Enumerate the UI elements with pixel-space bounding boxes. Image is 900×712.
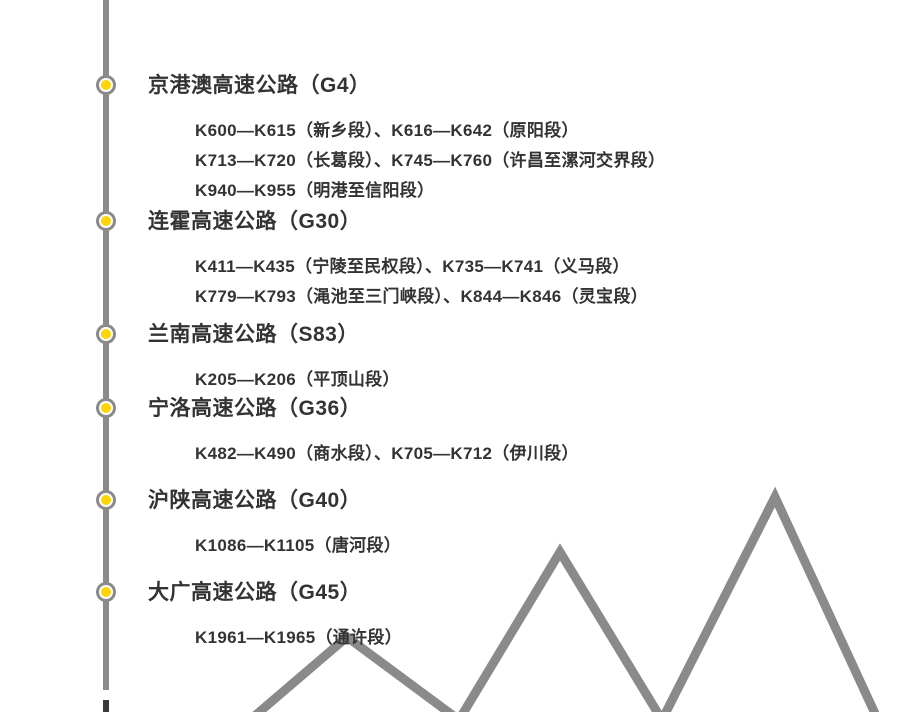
segment-line: K205—K206（平顶山段） xyxy=(195,370,400,389)
segment-list: K482—K490（商水段）、K705—K712（伊川段） xyxy=(0,439,900,469)
highway-title: 宁洛高速公路（G36） xyxy=(148,397,362,420)
highway-section-g30: 连霍高速公路（G30） K411—K435（宁陵至民权段）、K735—K741（… xyxy=(0,208,900,312)
highway-title: 兰南高速公路（S83） xyxy=(148,323,359,346)
segment-line: K600—K615（新乡段）、K616—K642（原阳段） xyxy=(195,121,579,140)
segment-list: K205—K206（平顶山段） xyxy=(0,365,900,395)
segment-list: K600—K615（新乡段）、K616—K642（原阳段） K713—K720（… xyxy=(0,116,900,206)
segment-line: K940—K955（明港至信阳段） xyxy=(195,181,435,200)
timeline-bullet-icon xyxy=(101,587,111,597)
timeline-line-foot xyxy=(103,700,109,712)
highway-title: 连霍高速公路（G30） xyxy=(148,210,362,233)
section-heading-row: 宁洛高速公路（G36） xyxy=(0,395,900,423)
segment-list: K1086—K1105（唐河段） xyxy=(0,531,900,561)
highway-section-s83: 兰南高速公路（S83） K205—K206（平顶山段） xyxy=(0,321,900,395)
segment-list: K411—K435（宁陵至民权段）、K735—K741（义马段） K779—K7… xyxy=(0,252,900,312)
highway-section-g4: 京港澳高速公路（G4） K600—K615（新乡段）、K616—K642（原阳段… xyxy=(0,72,900,206)
highway-section-g45: 大广高速公路（G45） K1961—K1965（通许段） xyxy=(0,579,900,653)
timeline-bullet-icon xyxy=(101,403,111,413)
timeline-bullet-icon xyxy=(101,216,111,226)
section-heading-row: 京港澳高速公路（G4） xyxy=(0,72,900,100)
timeline-line xyxy=(103,0,109,690)
segment-line: K1961—K1965（通许段） xyxy=(195,628,402,647)
timeline-bullet-icon xyxy=(101,495,111,505)
segment-line: K482—K490（商水段）、K705—K712（伊川段） xyxy=(195,444,579,463)
segment-line: K1086—K1105（唐河段） xyxy=(195,536,402,555)
section-heading-row: 大广高速公路（G45） xyxy=(0,579,900,607)
section-heading-row: 连霍高速公路（G30） xyxy=(0,208,900,236)
highway-title: 京港澳高速公路（G4） xyxy=(148,74,371,97)
section-heading-row: 兰南高速公路（S83） xyxy=(0,321,900,349)
segment-line: K779—K793（渑池至三门峡段）、K844—K846（灵宝段） xyxy=(195,287,648,306)
segment-line: K411—K435（宁陵至民权段）、K735—K741（义马段） xyxy=(195,257,630,276)
timeline-bullet-icon xyxy=(101,80,111,90)
timeline-bullet-icon xyxy=(101,329,111,339)
section-heading-row: 沪陕高速公路（G40） xyxy=(0,487,900,515)
segment-line: K713—K720（长葛段）、K745—K760（许昌至漯河交界段） xyxy=(195,151,666,170)
segment-list: K1961—K1965（通许段） xyxy=(0,623,900,653)
highway-title: 大广高速公路（G45） xyxy=(148,581,362,604)
highway-section-g36: 宁洛高速公路（G36） K482—K490（商水段）、K705—K712（伊川段… xyxy=(0,395,900,469)
highway-section-g40: 沪陕高速公路（G40） K1086—K1105（唐河段） xyxy=(0,487,900,561)
highway-title: 沪陕高速公路（G40） xyxy=(148,489,362,512)
